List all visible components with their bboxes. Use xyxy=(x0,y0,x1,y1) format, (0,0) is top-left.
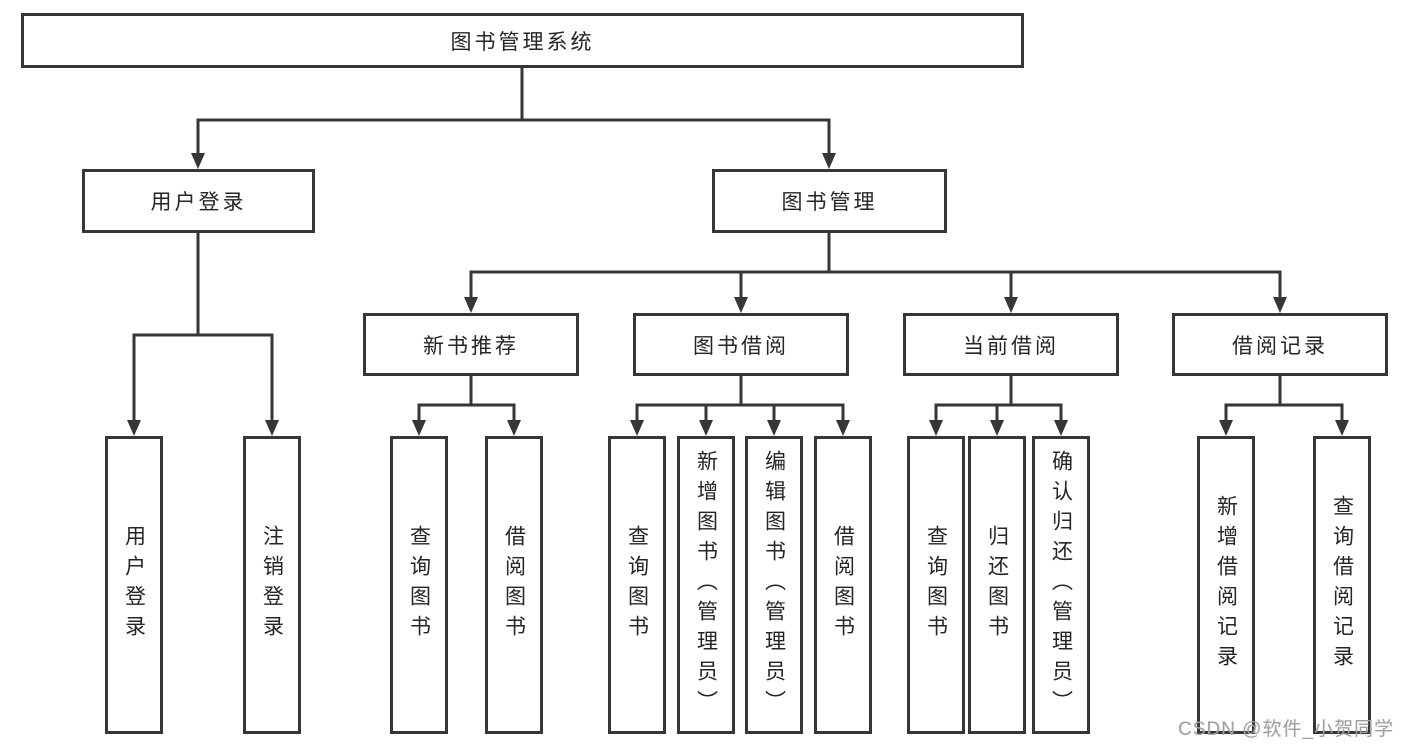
node-book-borrow: 图书借阅 xyxy=(633,313,849,376)
node-book-borrow-label: 图书借阅 xyxy=(693,334,789,358)
leaf-return-book-label: 归还图书 xyxy=(985,525,1009,645)
leaf-confirm-return-admin-label: 确认归还（管理员） xyxy=(1049,450,1073,720)
node-borrow-records: 借阅记录 xyxy=(1172,313,1388,376)
leaf-record-add: 新增借阅记录 xyxy=(1197,436,1255,734)
leaf-borrow-book: 借阅图书 xyxy=(814,436,872,734)
leaf-user-login-label: 用户登录 xyxy=(122,525,146,645)
node-user-login-label: 用户登录 xyxy=(150,191,247,214)
leaf-logout: 注销登录 xyxy=(243,436,301,734)
leaf-current-query-label: 查询图书 xyxy=(924,525,948,645)
leaf-logout-label: 注销登录 xyxy=(260,525,284,645)
node-root: 图书管理系统 xyxy=(21,13,1024,68)
node-new-book-recommend: 新书推荐 xyxy=(363,313,579,376)
leaf-newbook-borrow-label: 借阅图书 xyxy=(502,525,526,645)
leaf-confirm-return-admin: 确认归还（管理员） xyxy=(1032,436,1090,734)
leaf-borrow-edit-admin: 编辑图书（管理员） xyxy=(745,436,803,734)
node-borrow-records-label: 借阅记录 xyxy=(1232,334,1328,358)
node-current-borrow-label: 当前借阅 xyxy=(963,334,1059,358)
node-user-login: 用户登录 xyxy=(82,169,315,233)
node-root-label: 图书管理系统 xyxy=(450,30,595,54)
leaf-borrow-add-admin-label: 新增图书（管理员） xyxy=(694,450,718,720)
leaf-borrow-add-admin: 新增图书（管理员） xyxy=(677,436,735,734)
leaf-newbook-query: 查询图书 xyxy=(390,436,448,734)
leaf-borrow-book-label: 借阅图书 xyxy=(831,525,855,645)
node-book-management-label: 图书管理 xyxy=(781,191,878,214)
leaf-current-query: 查询图书 xyxy=(907,436,965,734)
leaf-record-query: 查询借阅记录 xyxy=(1313,436,1371,734)
node-book-management: 图书管理 xyxy=(712,169,947,233)
leaf-borrow-edit-admin-label: 编辑图书（管理员） xyxy=(762,450,786,720)
node-current-borrow: 当前借阅 xyxy=(903,313,1119,376)
leaf-user-login: 用户登录 xyxy=(105,436,163,734)
leaf-borrow-query: 查询图书 xyxy=(608,436,666,734)
leaf-newbook-query-label: 查询图书 xyxy=(407,525,431,645)
leaf-borrow-query-label: 查询图书 xyxy=(625,525,649,645)
leaf-newbook-borrow: 借阅图书 xyxy=(485,436,543,734)
leaf-record-query-label: 查询借阅记录 xyxy=(1330,495,1354,675)
leaf-record-add-label: 新增借阅记录 xyxy=(1214,495,1238,675)
leaf-return-book: 归还图书 xyxy=(968,436,1026,734)
arrowhead-icons xyxy=(127,153,1349,436)
node-new-book-recommend-label: 新书推荐 xyxy=(423,334,519,358)
